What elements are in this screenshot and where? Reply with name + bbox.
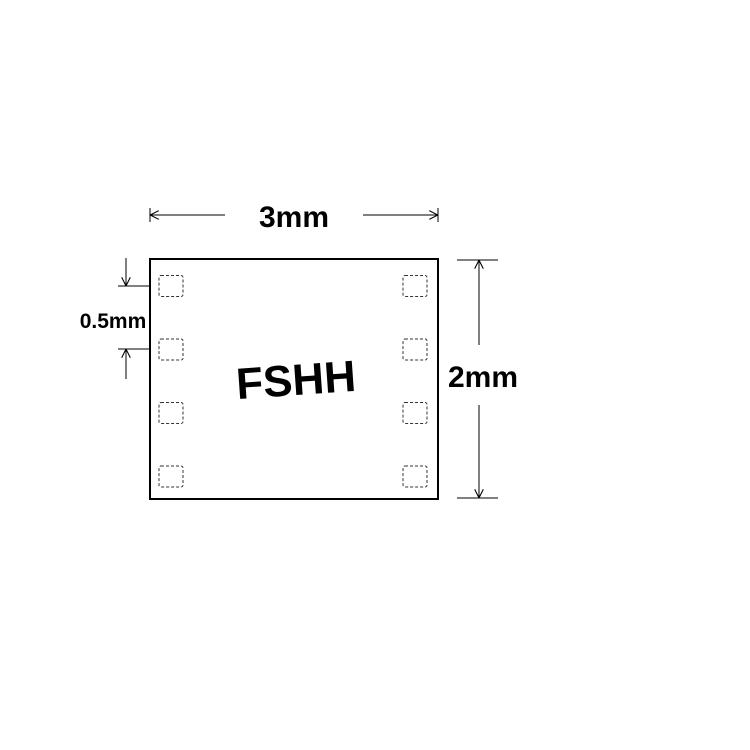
width-dimension: 3mm: [149, 201, 439, 234]
pitch-label: 0.5mm: [80, 310, 147, 333]
package-outline: [149, 258, 439, 500]
pad-right-2: [402, 338, 428, 361]
pad-group: [158, 275, 428, 488]
pitch-dimension: 0.5mm: [80, 258, 150, 379]
pad-left-1: [158, 275, 184, 297]
pad-right-1: [402, 275, 428, 297]
pad-left-4: [158, 465, 184, 488]
height-dimension: 2mm: [448, 259, 518, 499]
pad-right-3: [402, 402, 428, 424]
height-label: 2mm: [448, 361, 518, 394]
chip-marking: FSHH: [235, 352, 358, 409]
pad-left-3: [158, 402, 184, 424]
pad-left-2: [158, 338, 184, 361]
width-label: 3mm: [259, 201, 329, 234]
pad-right-4: [402, 465, 428, 488]
